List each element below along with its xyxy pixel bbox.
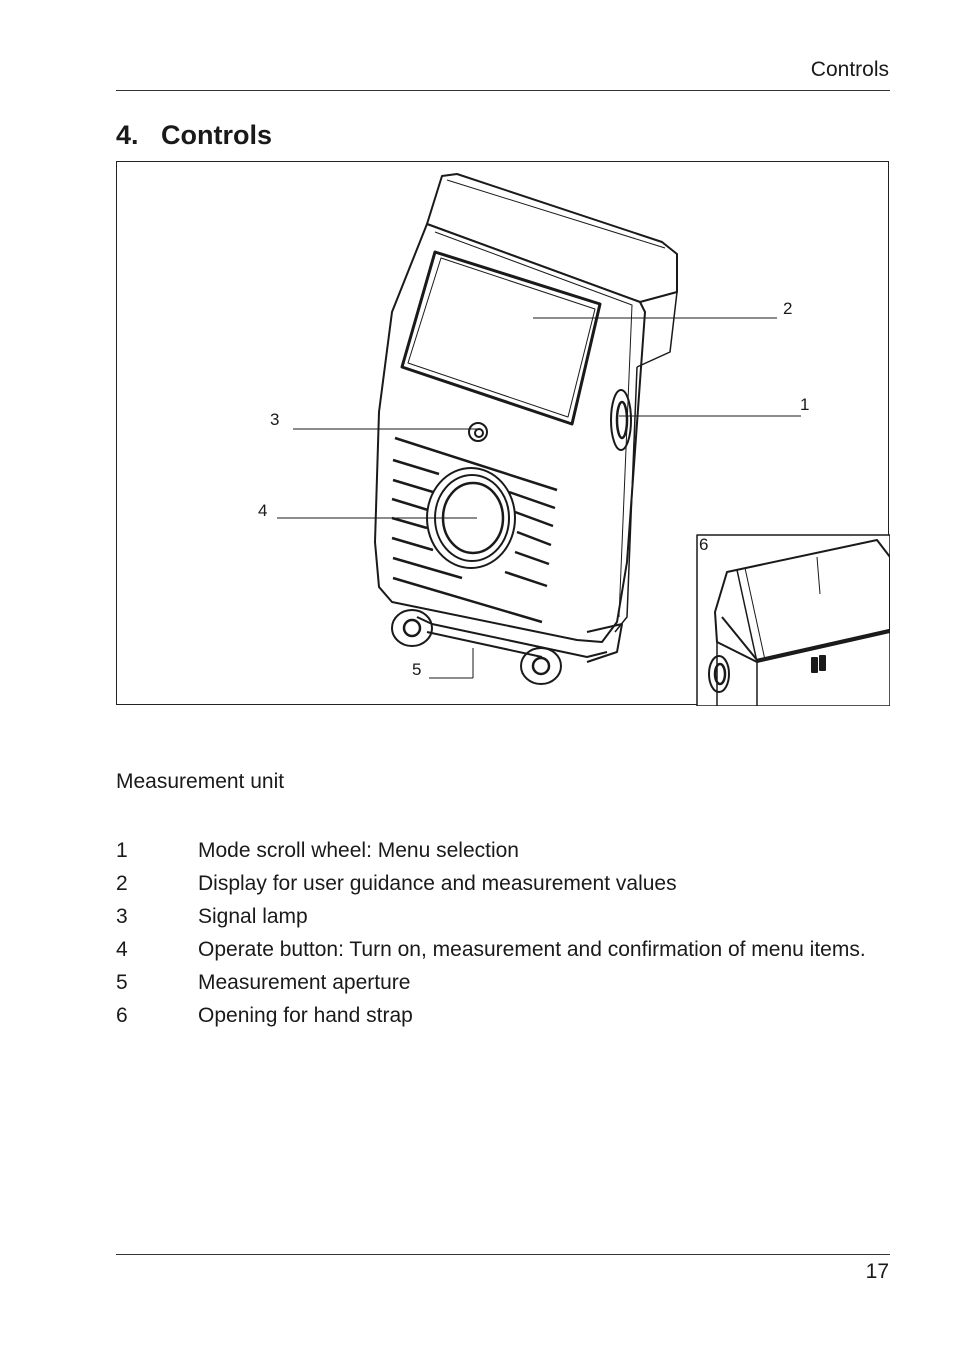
callout-2: 2 [783, 299, 793, 318]
running-head: Controls [810, 58, 889, 81]
callout-4: 4 [258, 501, 268, 520]
legend-number: 2 [116, 872, 128, 895]
callout-1: 1 [800, 395, 810, 414]
legend-text: Measurement aperture [198, 971, 411, 994]
display-screen [400, 250, 602, 426]
legend-number: 4 [116, 938, 128, 961]
device-figure: 2 1 3 4 5 6 [116, 161, 890, 706]
device-illustration [277, 173, 890, 706]
legend-item: 6 Opening for hand strap [116, 1003, 890, 1029]
legend-text: Opening for hand strap [198, 1004, 413, 1027]
callout-5: 5 [412, 660, 422, 679]
signal-lamp [468, 422, 488, 442]
legend-item: 1 Mode scroll wheel: Menu selection [116, 838, 890, 864]
legend-item: 5 Measurement aperture [116, 970, 890, 996]
measurement-aperture-base [391, 609, 623, 685]
legend-text: Mode scroll wheel: Menu selection [198, 839, 519, 862]
page-number: 17 [865, 1260, 889, 1283]
section-number: 4. [116, 120, 139, 150]
legend-item: 3 Signal lamp [116, 904, 890, 930]
callout-3: 3 [270, 410, 280, 429]
legend-item: 2 Display for user guidance and measureme… [116, 871, 890, 897]
vent-grille [391, 436, 558, 624]
section-title: 4. Controls [116, 120, 272, 151]
scroll-wheel [610, 389, 632, 451]
legend-text: Operate button: Turn on, measurement and… [198, 938, 866, 961]
callout-6: 6 [699, 535, 709, 554]
controls-legend: 1 Mode scroll wheel: Menu selection 2 Disp… [116, 838, 890, 1036]
legend-number: 3 [116, 905, 128, 928]
footer-rule [116, 1254, 890, 1255]
header-rule [116, 90, 890, 91]
figure-caption: Measurement unit [116, 770, 285, 793]
legend-number: 5 [116, 971, 128, 994]
section-title-text: Controls [161, 120, 272, 150]
legend-item: 4 Operate button: Turn on, measurement an… [116, 937, 890, 963]
legend-text: Signal lamp [198, 905, 308, 928]
legend-number: 1 [116, 839, 128, 862]
legend-text: Display for user guidance and measuremen… [198, 872, 677, 895]
legend-number: 6 [116, 1004, 128, 1027]
hand-strap-opening [708, 655, 730, 693]
hand-strap-inset [696, 534, 890, 706]
